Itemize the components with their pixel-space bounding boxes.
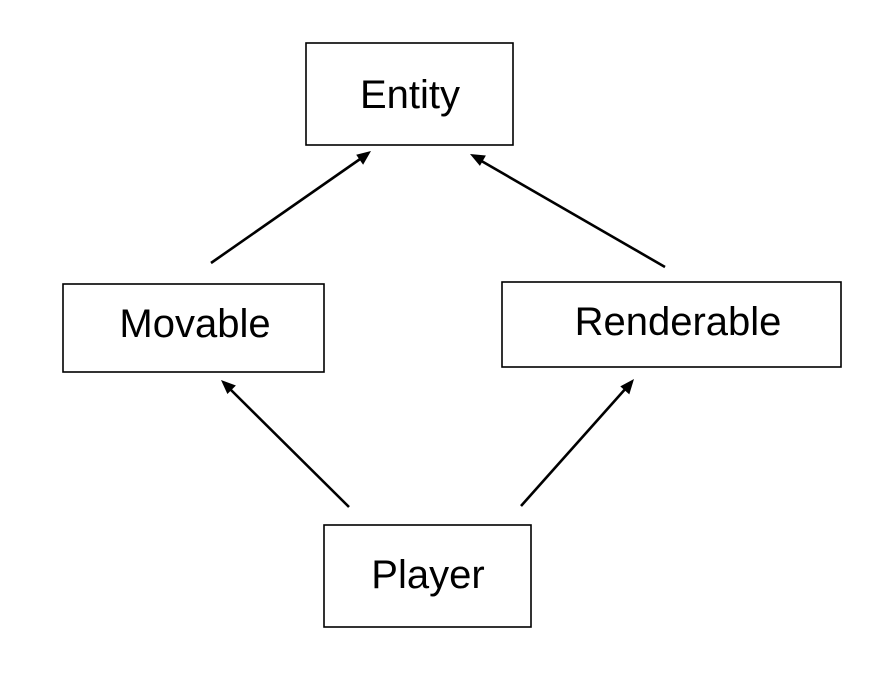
node-label: Player [371, 553, 484, 597]
node-player: Player [323, 524, 532, 628]
node-label: Movable [119, 302, 270, 346]
arrow-head [221, 380, 236, 394]
arrow-head [470, 154, 486, 166]
edge-player-to-renderable [520, 379, 634, 507]
node-movable: Movable [62, 283, 325, 373]
node-renderable: Renderable [501, 281, 842, 368]
arrow-head [620, 379, 634, 395]
node-entity: Entity [305, 42, 514, 146]
node-label: Entity [360, 73, 460, 117]
edge-movable-to-entity [210, 151, 371, 265]
arrow-head [356, 151, 371, 165]
node-label: Renderable [575, 300, 782, 344]
edge-player-to-movable [221, 380, 350, 508]
edge-renderable-to-entity [470, 154, 666, 269]
